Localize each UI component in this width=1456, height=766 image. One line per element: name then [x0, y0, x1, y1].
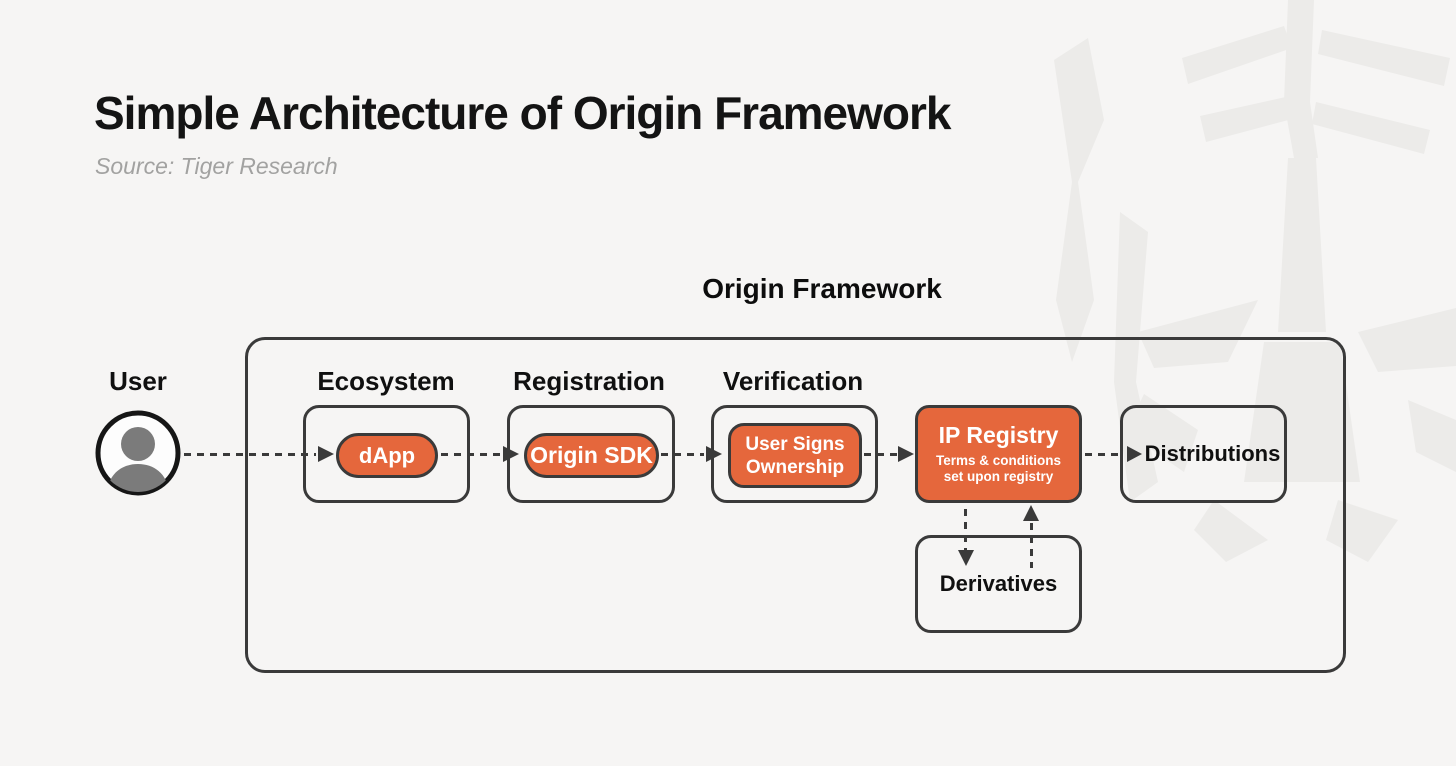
- person-avatar-icon: [95, 410, 181, 496]
- node-user-signs-ownership: User Signs Ownership: [728, 423, 862, 488]
- arrow-right-icon: [503, 446, 519, 462]
- ip-registry-subtitle: Terms & conditions set upon registry: [936, 453, 1061, 485]
- derivatives-label: Derivatives: [939, 571, 1058, 596]
- node-dapp-label: dApp: [358, 442, 416, 468]
- user-label: User: [109, 366, 167, 396]
- node-user-signs-line1: User Signs: [745, 433, 845, 455]
- ip-registry-box: IP Registry Terms & conditions set upon …: [915, 405, 1082, 503]
- arrow-down-icon: [958, 550, 974, 566]
- connector-verification-to-ip-registry: [864, 453, 897, 456]
- node-dapp: dApp: [336, 433, 438, 478]
- arrow-right-icon: [898, 446, 914, 462]
- arrow-right-icon: [1126, 446, 1142, 462]
- user-avatar: [95, 410, 181, 496]
- connector-dapp-to-sdk: [441, 453, 501, 456]
- ip-registry-subtitle-line1: Terms & conditions: [935, 453, 1061, 468]
- label-verification: Verification: [722, 366, 864, 396]
- derivatives-box: Derivatives: [915, 535, 1082, 633]
- ip-registry-title: IP Registry: [938, 422, 1059, 448]
- distributions-box: Distributions: [1120, 405, 1287, 503]
- distributions-label: Distributions: [1144, 441, 1281, 466]
- connector-user-to-dapp: [184, 453, 316, 456]
- connector-sdk-to-verification: [661, 453, 704, 456]
- arrow-right-icon: [318, 446, 334, 462]
- connector-ip-registry-to-distributions: [1085, 453, 1122, 456]
- label-ecosystem: Ecosystem: [317, 366, 455, 396]
- ip-registry-subtitle-line2: set upon registry: [943, 469, 1054, 484]
- connector-derivatives-to-ip-registry: [1030, 523, 1033, 568]
- node-origin-sdk: Origin SDK: [524, 433, 659, 478]
- node-origin-sdk-label: Origin SDK: [530, 442, 653, 468]
- origin-framework-frame: [245, 337, 1346, 673]
- node-user-signs-line2: Ownership: [745, 456, 845, 478]
- source-caption: Source: Tiger Research: [95, 153, 338, 179]
- arrow-up-icon: [1023, 505, 1039, 521]
- connector-ip-registry-to-derivatives: [964, 509, 967, 550]
- label-registration: Registration: [513, 366, 665, 396]
- arrow-right-icon: [706, 446, 722, 462]
- page-title: Simple Architecture of Origin Framework: [94, 87, 951, 139]
- framework-title: Origin Framework: [702, 273, 942, 304]
